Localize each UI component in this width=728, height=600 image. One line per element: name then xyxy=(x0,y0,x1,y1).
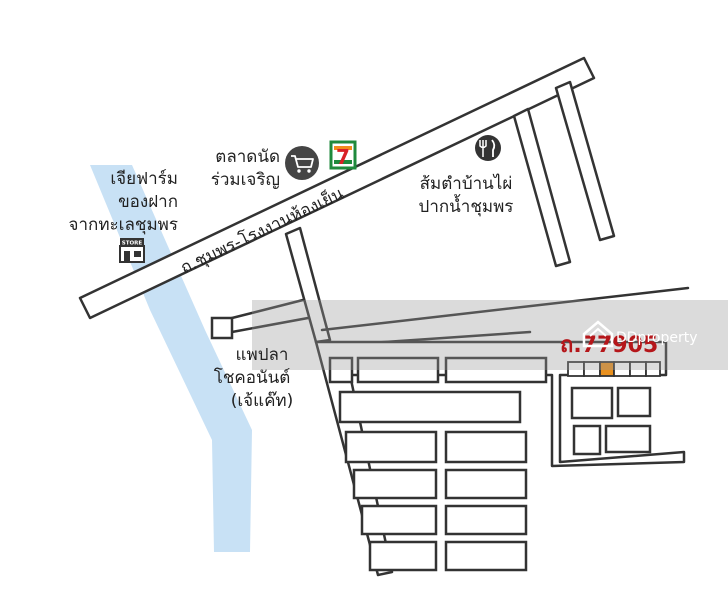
market-label-line-1: ตลาดนัด xyxy=(215,147,280,167)
block-r4 xyxy=(604,424,652,454)
block-l2 xyxy=(344,430,438,464)
block-l1 xyxy=(338,390,522,424)
block-r1 xyxy=(570,386,614,420)
watermark-band xyxy=(252,300,728,370)
block-r3 xyxy=(572,424,602,456)
property-road-top xyxy=(320,286,690,332)
block-l4 xyxy=(352,468,438,500)
main-road-label: ถ.ชุมพร-โรงงานห้องเย็น xyxy=(177,182,348,279)
farm-label-line-1: เจียฟาร์ม xyxy=(110,169,178,189)
svg-text:STORE: STORE xyxy=(122,241,143,247)
block-r2 xyxy=(616,386,652,418)
raft-spur-road xyxy=(230,298,305,320)
raft-label-line-3: (เจ้แค๊ท) xyxy=(231,391,294,411)
block-l7 xyxy=(444,504,528,536)
restaurant-label-line-2: ปากน้ำชุมพร xyxy=(419,194,514,217)
raft-label-line-2: โชคอนันต์ xyxy=(214,367,291,388)
watermark-text: DDproperty xyxy=(616,330,698,346)
market-label-line-2: ร่วมเจริญ xyxy=(211,170,280,190)
fork-knife-icon xyxy=(475,135,501,161)
block-strip-1 xyxy=(328,356,354,384)
block-l8 xyxy=(368,540,438,572)
block-l6 xyxy=(360,504,438,536)
shopping-cart-icon xyxy=(285,146,319,180)
svg-text:7: 7 xyxy=(336,145,350,169)
block-l5 xyxy=(444,468,528,500)
block-strip-3 xyxy=(444,356,548,384)
block-l9 xyxy=(444,540,528,572)
watermark-logo-icon xyxy=(582,320,614,348)
side-road-right-2 xyxy=(554,80,616,242)
farm-label-line-3: จากทะเลชุมพร xyxy=(69,215,178,235)
main-road xyxy=(78,56,596,320)
store-icon: STORE xyxy=(119,238,145,263)
side-road-right-1 xyxy=(512,107,572,268)
farm-label-line-2: ของฝาก xyxy=(118,192,178,212)
seven-eleven-logo-icon: 7 xyxy=(329,140,357,170)
raft-label-line-1: แพปลา xyxy=(236,345,289,365)
restaurant-label-line-1: ส้มตำบ้านไผ่ xyxy=(420,173,513,194)
square-marker-icon xyxy=(210,316,234,340)
block-l3 xyxy=(444,430,528,464)
raft-spur-road-lower xyxy=(230,316,310,334)
connector-road xyxy=(284,226,332,344)
block-strip-2 xyxy=(356,356,440,384)
property-plots xyxy=(567,361,661,377)
